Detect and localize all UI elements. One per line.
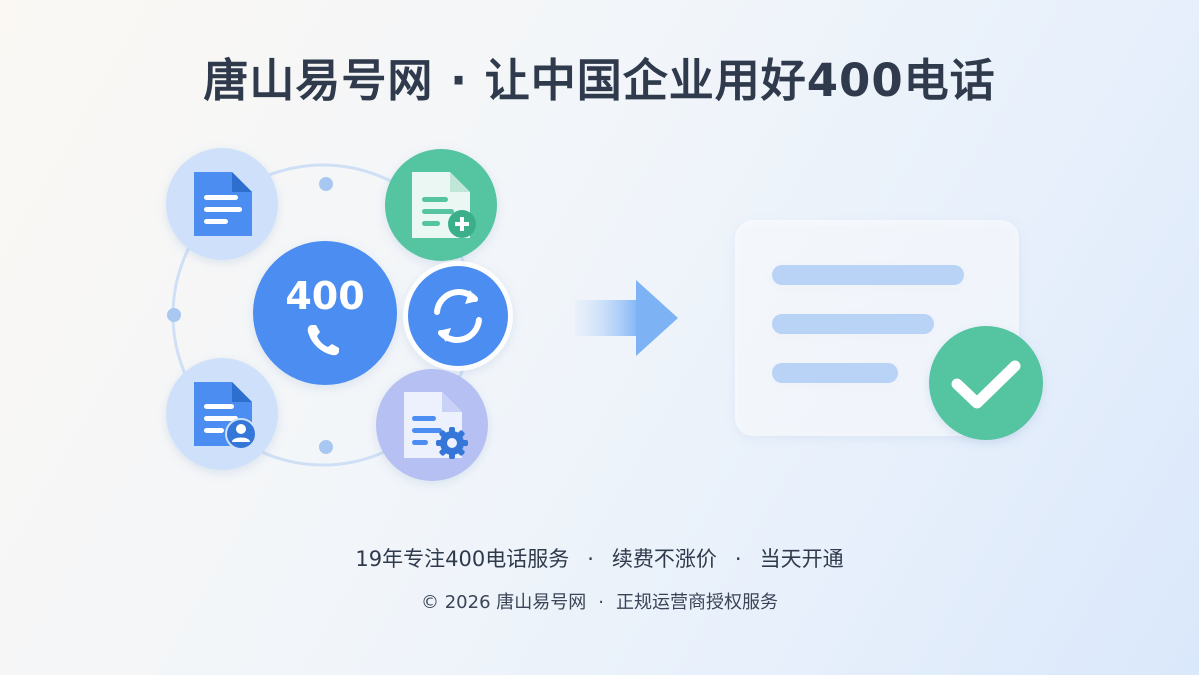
- tagline-item-price: 续费不涨价: [611, 547, 717, 571]
- phone-icon: [307, 325, 339, 356]
- badge-400: 400: [253, 241, 397, 385]
- badge-number: 400: [285, 274, 364, 318]
- document-user-icon: [166, 358, 278, 470]
- separator: ·: [598, 592, 604, 613]
- separator: ·: [587, 547, 594, 571]
- arrow-right-icon: [575, 280, 678, 356]
- tagline: 19年专注400电话服务 · 续费不涨价 · 当天开通: [0, 543, 1199, 573]
- footer-copyright: © 2026 唐山易号网: [421, 592, 587, 613]
- page-title: 唐山易号网 · 让中国企业用好400电话: [203, 54, 996, 107]
- document-icon: [166, 148, 278, 260]
- document-settings-icon: [376, 369, 488, 481]
- separator: ·: [734, 547, 742, 571]
- document-add-icon: [385, 149, 497, 261]
- footer: © 2026 唐山易号网 · 正规运营商授权服务: [0, 588, 1199, 614]
- tagline-item-activation: 当天开通: [759, 547, 844, 571]
- checkmark-icon: [929, 326, 1043, 440]
- tagline-item-years: 19年专注400电话服务: [355, 547, 570, 571]
- refresh-icon: [403, 261, 513, 371]
- footer-note: 正规运营商授权服务: [616, 592, 778, 613]
